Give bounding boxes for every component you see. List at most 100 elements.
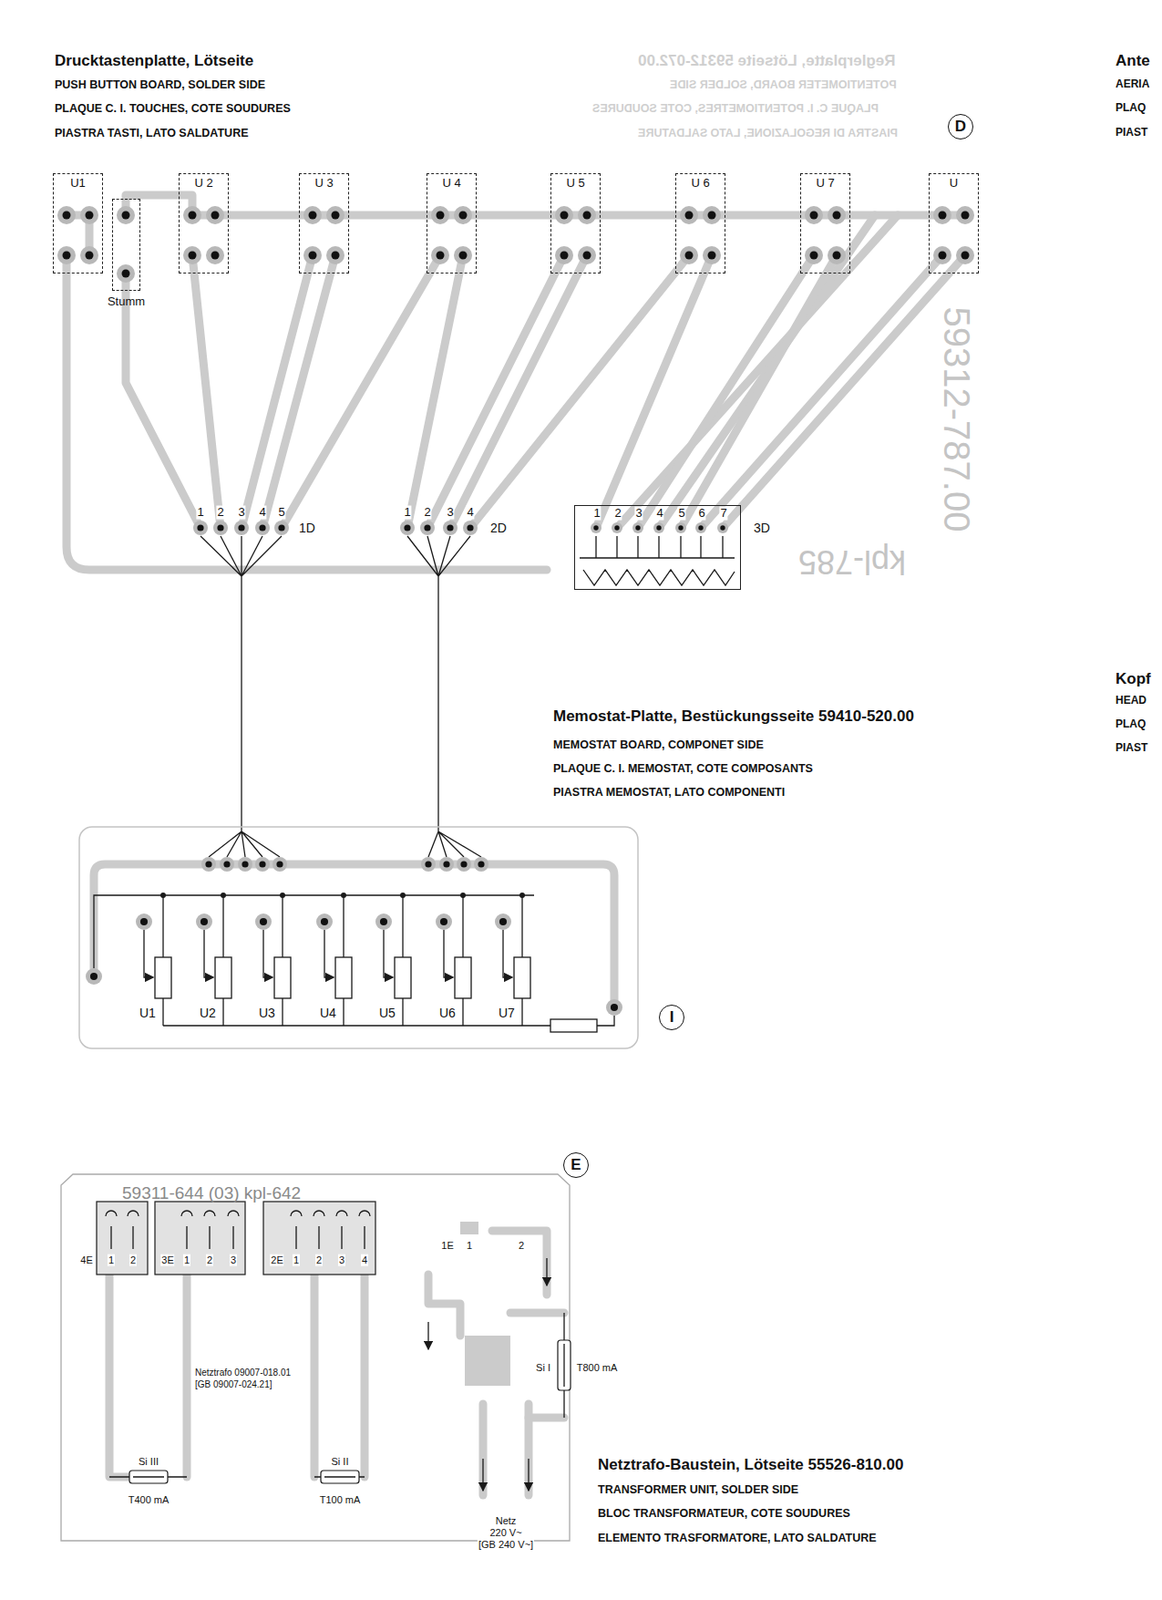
pad-hole <box>440 917 448 926</box>
push-button-switch: U 6 <box>675 173 726 274</box>
pad-hole <box>938 251 947 260</box>
callout-letter: I <box>658 1004 685 1030</box>
solder-pad <box>555 246 574 265</box>
pad-hole <box>241 860 248 867</box>
component-label: 2 <box>129 1254 137 1266</box>
pad-hole <box>188 211 197 220</box>
show-through-text: Reglerplatte, Lötseite 59312-072.00 <box>637 51 896 71</box>
pin-number: 1 <box>402 505 412 520</box>
pin-number: 3 <box>236 505 246 520</box>
solder-pad <box>956 246 975 265</box>
pin-number: 3 <box>445 505 454 520</box>
push-button-switch: U 5 <box>550 173 601 274</box>
solder-pad <box>57 205 76 225</box>
board-subtitle: BLOC TRANSFORMATEUR, COTE SOUDURES <box>597 1506 851 1520</box>
pad-hole <box>308 211 318 220</box>
component-label: Si II <box>330 1455 350 1468</box>
transformer-board: 59311-644 (03) kpl-642 <box>61 1173 570 1541</box>
pad-hole <box>211 211 220 220</box>
pad-hole <box>961 251 970 260</box>
pad-hole <box>810 211 819 220</box>
solder-pad <box>400 520 415 535</box>
solder-pad <box>590 522 602 534</box>
solder-pad <box>462 520 478 535</box>
node-text: U 5 <box>564 176 587 191</box>
pad-hole <box>380 917 388 926</box>
component-label: T400 mA <box>127 1493 171 1506</box>
solder-pad <box>606 998 623 1016</box>
pin-number: 5 <box>277 505 286 520</box>
node-text: 1 <box>592 506 601 521</box>
pad-hole <box>593 524 598 530</box>
push-button-switch: U <box>928 173 979 274</box>
solder-pad <box>956 205 975 225</box>
pad-hole <box>122 269 131 278</box>
pad-hole <box>499 917 507 926</box>
pad-hole <box>277 524 285 531</box>
component-label: 1E <box>440 1239 454 1252</box>
component-label: 2 <box>205 1254 214 1266</box>
solder-pad <box>804 205 823 225</box>
node-text: U3 <box>258 1005 276 1020</box>
component-label: [GB 240 V~] <box>477 1538 535 1551</box>
solder-pad <box>255 856 270 872</box>
pad-hole <box>678 524 683 530</box>
node-text: 59311-644 (03) kpl-642 <box>122 1182 301 1204</box>
node-text: 2 <box>613 506 622 521</box>
pad-hole <box>216 524 224 531</box>
show-through-text: PLAQUE C. I. POTENTIOMETRES, COTE SOUDUR… <box>592 102 879 115</box>
pad-hole <box>708 211 717 220</box>
pad-hole <box>560 211 569 220</box>
component-label: 3 <box>229 1254 237 1266</box>
pad-hole <box>122 211 131 220</box>
solder-pad <box>255 913 272 930</box>
pin-number: 2 <box>215 505 225 520</box>
pad-hole <box>810 251 819 260</box>
node-text: U1 <box>68 176 88 191</box>
component-label: 1 <box>292 1254 300 1266</box>
node-text: U1 <box>139 1005 156 1020</box>
pad-hole <box>403 524 411 531</box>
node-text: 3D <box>753 520 771 535</box>
node-text: U 3 <box>312 176 335 191</box>
node-text: Stumm <box>107 295 145 309</box>
solder-pad <box>116 264 135 283</box>
board-heading: Drucktastenplatte, Lötseite <box>54 51 254 71</box>
solder-pad <box>183 246 202 265</box>
cut-heading: Ante <box>1115 51 1151 71</box>
solder-pad <box>717 522 729 534</box>
solder-pad <box>116 205 135 225</box>
mute-switch: Stumm <box>112 198 141 291</box>
cut-heading: PLAQ <box>1115 102 1146 115</box>
solder-pad <box>237 856 253 872</box>
pad-hole <box>424 860 432 867</box>
solder-pad <box>421 856 436 872</box>
node-text: U 2 <box>192 176 215 191</box>
pad-hole <box>223 860 230 867</box>
pad-hole <box>85 211 94 220</box>
solder-pad <box>577 205 597 225</box>
pad-hole <box>460 860 467 867</box>
pad-hole <box>477 860 484 867</box>
board-title: Netztrafo-Baustein, Lötseite 55526-810.0… <box>597 1455 904 1474</box>
component-label: 4E <box>79 1254 93 1266</box>
pad-hole <box>583 211 592 220</box>
board-number: 59312-787.00 <box>935 307 978 533</box>
solder-pad <box>274 520 289 535</box>
pad-hole <box>938 211 947 220</box>
solder-pad <box>695 522 707 534</box>
solder-pad <box>453 205 473 225</box>
solder-pad <box>80 205 99 225</box>
push-button-switch: U1 <box>52 173 103 274</box>
component-label: 1 <box>183 1254 191 1266</box>
pad-hole <box>635 524 640 530</box>
solder-pad <box>453 246 473 265</box>
cut-heading: PIAST <box>1115 741 1148 755</box>
board-title: Memostat-Platte, Bestückungsseite 59410-… <box>553 707 915 726</box>
pad-hole <box>423 524 431 531</box>
component-label: 2 <box>517 1239 525 1252</box>
board-subtitle: PIASTRA MEMOSTAT, LATO COMPONENTI <box>553 785 785 799</box>
pad-hole <box>258 524 266 531</box>
